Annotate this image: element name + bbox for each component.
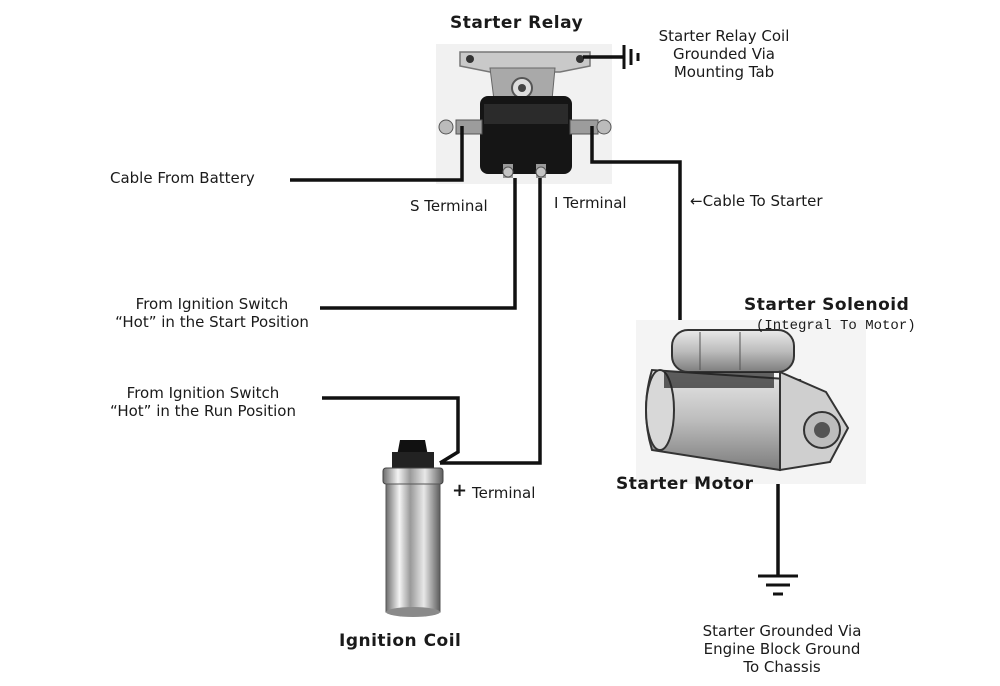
motor-ground-line2: Engine Block Ground [703, 640, 861, 658]
coil-plus-terminal-label: Terminal [472, 484, 536, 502]
ignition-coil-image [382, 440, 444, 617]
ignition-coil-title: Ignition Coil [339, 631, 462, 651]
relay-coil-note-line2: Grounded Via [673, 45, 775, 63]
relay-coil-note-line3: Mounting Tab [673, 63, 775, 81]
wire-i-terminal [440, 178, 542, 465]
ignition-run-line2: “Hot” in the Run Position [110, 402, 296, 420]
s-terminal-label: S Terminal [410, 197, 488, 215]
starter-relay-image [436, 44, 612, 184]
starter-solenoid-title: Starter Solenoid [744, 295, 910, 315]
relay-coil-note-line1: Starter Relay Coil [658, 27, 790, 45]
wire-battery [290, 126, 464, 182]
ignition-run-label: From Ignition Switch “Hot” in the Run Po… [88, 384, 318, 420]
ignition-start-line2: “Hot” in the Start Position [115, 313, 309, 331]
wire-s-terminal [320, 178, 517, 310]
ignition-run-line1: From Ignition Switch [126, 384, 280, 402]
starter-motor-title: Starter Motor [616, 474, 754, 494]
ignition-start-line1: From Ignition Switch [135, 295, 289, 313]
motor-ground-line1: Starter Grounded Via [702, 622, 862, 640]
motor-ground-symbol [758, 574, 798, 596]
wire-starter-cable [590, 126, 682, 340]
battery-cable-label: Cable From Battery [110, 169, 255, 187]
i-terminal-label: I Terminal [554, 194, 627, 212]
relay-coil-note: Starter Relay Coil Grounded Via Mounting… [646, 27, 802, 81]
starter-relay-title: Starter Relay [450, 13, 584, 33]
wires [290, 55, 780, 575]
starter-cable-label: ←Cable To Starter [690, 192, 823, 210]
ignition-start-label: From Ignition Switch “Hot” in the Start … [90, 295, 334, 331]
relay-ground-symbol [622, 45, 640, 69]
motor-ground-line3: To Chassis [743, 658, 821, 676]
plus-sign: + [452, 480, 468, 501]
wire-ignition-run [322, 396, 460, 465]
starter-motor-image [636, 320, 866, 484]
starter-solenoid-subtitle: (Integral To Motor) [756, 318, 916, 334]
motor-ground-note: Starter Grounded Via Engine Block Ground… [680, 622, 884, 676]
